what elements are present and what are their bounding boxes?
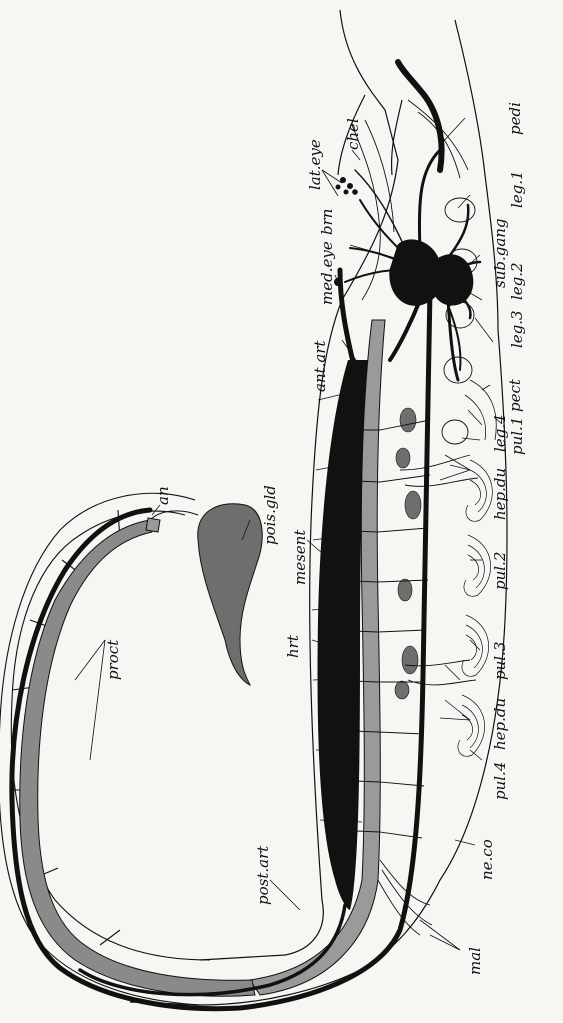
brain-and-nerves xyxy=(345,62,480,380)
label-leg-3: leg.3 xyxy=(508,310,526,348)
leg-bases xyxy=(442,198,477,444)
label-pul-1: pul.1 xyxy=(508,417,526,455)
book-lungs xyxy=(458,460,492,756)
label-pul-3: pul.3 xyxy=(491,642,509,680)
label-hep-du-upper: hep.du xyxy=(491,468,509,520)
label-leg-2: leg.2 xyxy=(508,262,526,300)
label-chel: chel xyxy=(344,118,362,150)
label-hrt: hrt xyxy=(284,634,302,658)
label-pul-2: pul.2 xyxy=(491,552,509,590)
label-pul-4: pul.4 xyxy=(491,762,509,800)
label-an: an xyxy=(154,486,172,505)
heart xyxy=(318,360,370,910)
label-leg-4: leg.4 xyxy=(491,414,509,452)
label-ant-art: ant.art xyxy=(311,339,329,392)
label-mesent: mesent xyxy=(291,529,309,585)
label-mal: mal xyxy=(466,947,484,975)
label-brn: brn xyxy=(318,209,336,235)
label-lat-eye: lat.eye xyxy=(306,139,324,190)
label-pedi: pedi xyxy=(506,102,524,135)
label-ne-co: ne.co xyxy=(478,839,496,880)
label-med-eye: med.eye xyxy=(318,241,336,305)
anus xyxy=(146,518,160,532)
label-proct: proct xyxy=(104,639,122,680)
label-leg-1: leg.1 xyxy=(508,170,526,208)
label-hep-du-lower: hep.du xyxy=(491,698,509,750)
hepatic-lobes xyxy=(395,408,421,699)
label-post-art: post.art xyxy=(254,845,272,905)
label-pois-gld: pois.gld xyxy=(261,485,279,545)
label-pect: pect xyxy=(506,378,524,412)
label-sub-gang: sub.gang xyxy=(491,218,509,288)
